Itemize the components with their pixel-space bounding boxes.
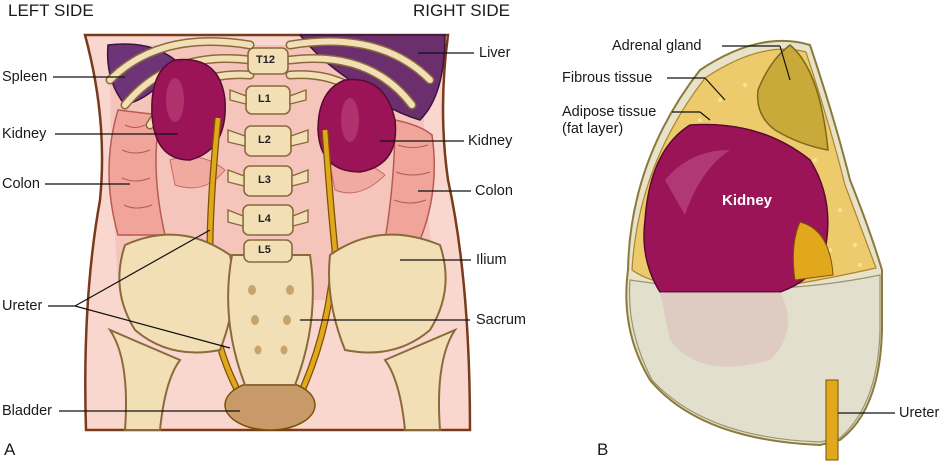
- label-ilium: Ilium: [476, 252, 507, 268]
- label-adrenal-gland: Adrenal gland: [612, 38, 702, 54]
- label-colon-left: Colon: [2, 176, 40, 192]
- adrenal-gland: [756, 44, 829, 151]
- vertebra-l3: L3: [258, 174, 271, 186]
- ilium-left: [118, 233, 235, 354]
- label-kidney-b: Kidney: [722, 192, 773, 209]
- ilium-right: [328, 233, 447, 354]
- panel-a-leaders: [45, 52, 474, 412]
- panel-a-illustration: [83, 33, 472, 432]
- panel-a-letter: A: [4, 440, 16, 459]
- label-kidney-right: Kidney: [468, 133, 513, 149]
- vertebra-l1: L1: [258, 93, 271, 105]
- label-spleen: Spleen: [2, 69, 48, 85]
- label-fat-layer: (fat layer): [562, 121, 624, 137]
- label-bladder: Bladder: [2, 403, 52, 419]
- label-liver: Liver: [479, 45, 511, 61]
- label-ureter-b: Ureter: [899, 405, 940, 421]
- label-colon-right: Colon: [475, 183, 513, 199]
- label-fibrous-tissue: Fibrous tissue: [562, 70, 653, 86]
- panel-b-leaders: [667, 45, 895, 414]
- label-ureter: Ureter: [2, 298, 43, 314]
- label-sacrum: Sacrum: [476, 312, 526, 328]
- vertebra-l4: L4: [258, 213, 271, 225]
- side-left-label: LEFT SIDE: [8, 1, 94, 20]
- panel-b-illustration: [625, 39, 883, 461]
- bladder: [224, 379, 316, 431]
- label-adipose-tissue: Adipose tissue: [562, 104, 657, 120]
- label-kidney-left: Kidney: [2, 126, 47, 142]
- vertebra-l2: L2: [258, 134, 271, 146]
- ureter-b: [825, 379, 839, 461]
- side-right-label: RIGHT SIDE: [413, 1, 510, 20]
- panel-b-letter: B: [597, 440, 609, 459]
- vertebra-l5: L5: [258, 244, 271, 256]
- vertebra-t12: T12: [256, 54, 275, 66]
- colon-right: [384, 119, 436, 241]
